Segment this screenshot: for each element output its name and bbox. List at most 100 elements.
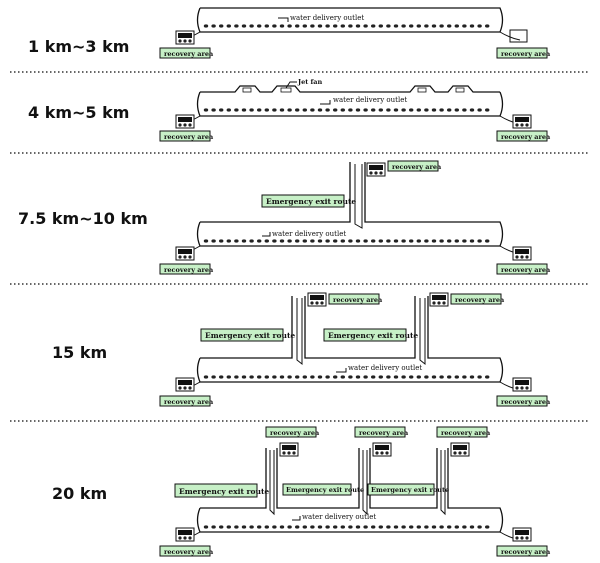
outlet-dot (454, 239, 459, 243)
recovery-area-box (496, 263, 548, 275)
tunnel-row-3: water delivery outlet recovery area Emer… (159, 160, 551, 275)
emergency-exit-label: Emergency exit route (179, 487, 269, 496)
outlet-dot (401, 525, 406, 529)
recovery-area-label: recovery area (164, 548, 214, 556)
outlet-dot (219, 375, 224, 379)
vehicle-icon (512, 246, 532, 261)
outlet-dot (416, 525, 421, 529)
outlet-dot (257, 375, 262, 379)
vehicle-icon (175, 114, 195, 129)
outlet-dot (333, 108, 338, 112)
outlet-dot (401, 108, 406, 112)
outlet-dot (447, 24, 452, 28)
outlet-dot (454, 525, 459, 529)
recovery-area-label: recovery area (441, 429, 491, 437)
emergency-exit-box (261, 194, 345, 208)
outlet-dot (264, 24, 269, 28)
outlet-dot (348, 375, 353, 379)
recovery-area-box (436, 426, 488, 438)
outlet-dot (485, 239, 490, 243)
outlet-dot (462, 24, 467, 28)
outlet-dot (257, 239, 262, 243)
outlet-dot (485, 24, 490, 28)
outlet-dots (203, 108, 490, 112)
vehicle-icon (372, 442, 392, 457)
outlet-dot (340, 24, 345, 28)
outlet-dot (302, 108, 307, 112)
recovery-area-box (265, 426, 317, 438)
outlet-dot (424, 24, 429, 28)
recovery-area-box (496, 545, 548, 557)
outlet-dot (439, 24, 444, 28)
outlet-dot (393, 24, 399, 28)
outlet-dot (264, 525, 269, 529)
emergency-exit-label: Emergency exit route (286, 486, 364, 494)
outlet-dot (310, 375, 315, 379)
recovery-area-label: recovery area (455, 296, 505, 304)
outlet-dot (424, 239, 429, 243)
outlet-dot (287, 525, 292, 529)
outlet-dot (249, 108, 254, 112)
outlet-dot (386, 525, 391, 529)
outlet-dot (386, 108, 391, 112)
outlet-dot (325, 525, 330, 529)
outlet-dot (401, 375, 406, 379)
emergency-exit-box (367, 483, 435, 496)
outlet-dot (469, 24, 475, 28)
vehicle-icon (429, 292, 449, 307)
emergency-exit-box (200, 328, 284, 342)
outlet-dot (378, 239, 383, 243)
outlet-dot (219, 239, 224, 243)
recovery-area-box (159, 263, 211, 275)
outlet-dot (219, 24, 224, 28)
outlet-dot (241, 24, 247, 28)
recovery-area-box (387, 160, 439, 172)
outlet-dot (203, 525, 209, 529)
outlet-dot (219, 108, 224, 112)
recovery-area-label: recovery area (164, 133, 214, 141)
row-label-1-3km: 1 km~3 km (28, 37, 129, 56)
outlet-dot (424, 525, 429, 529)
outlet-dot (333, 525, 338, 529)
outlet-dot (469, 525, 475, 529)
outlet-dot (219, 525, 224, 529)
outlet-dot (340, 239, 345, 243)
outlet-dot (416, 239, 421, 243)
outlet-dot (287, 239, 292, 243)
outlet-dot (477, 108, 482, 112)
outlet-dot (447, 375, 452, 379)
recovery-area-box (159, 395, 211, 407)
outlet-dot (371, 108, 376, 112)
outlet-dot (340, 525, 345, 529)
recovery-area-box (159, 47, 211, 59)
outlet-dot (241, 108, 247, 112)
outlet-dot (355, 108, 361, 112)
recovery-area-box (354, 426, 406, 438)
outlet-dot (295, 239, 300, 243)
outlet-dot (363, 239, 368, 243)
outlet-dot (264, 239, 269, 243)
outlet-dot (249, 239, 254, 243)
outlet-dot (355, 24, 361, 28)
recovery-area-box (496, 395, 548, 407)
outlet-dot (203, 239, 209, 243)
outlet-dot (348, 239, 353, 243)
water-delivery-outlet-label: water delivery outlet (290, 14, 364, 22)
outlet-dot (226, 24, 231, 28)
outlet-dot (241, 239, 247, 243)
outlet-dot (416, 108, 421, 112)
outlet-dot (211, 108, 216, 112)
outlet-dot (310, 239, 315, 243)
outlet-dot (333, 375, 338, 379)
outlet-dot (355, 375, 361, 379)
outlet-dot (462, 239, 467, 243)
water-delivery-outlet-label: water delivery outlet (333, 96, 407, 104)
outlet-dot (226, 375, 231, 379)
recovery-area-label: recovery area (164, 398, 214, 406)
recovery-area-label: recovery area (501, 548, 551, 556)
outlet-dot (371, 525, 376, 529)
outlet-dot (295, 375, 300, 379)
emergency-exit-label: Emergency exit route (328, 331, 418, 340)
outlet-dot (333, 239, 338, 243)
